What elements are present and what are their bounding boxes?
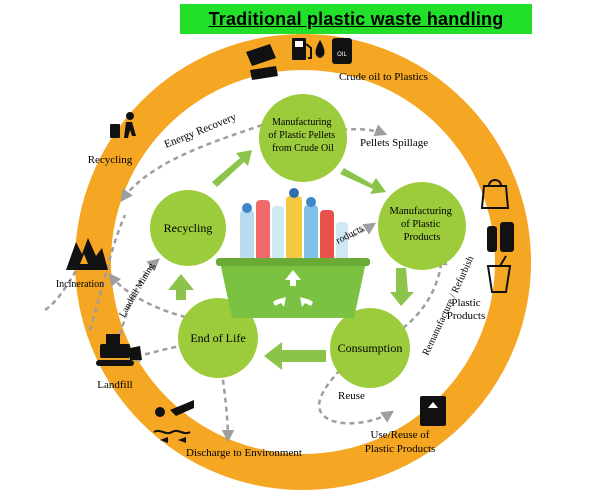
node-recycling-label: Recycling [164,221,213,235]
node-recycling: Recycling [150,190,226,266]
label-use-reuse-2: Plastic Products [365,443,436,455]
oil-can-icon: OIL [332,38,352,64]
node-pellets-line1: Manufacturing [272,117,331,128]
label-crude-oil: Crude oil to Plastics [339,71,428,83]
person-trash-icon [110,112,136,138]
label-recycling-ring: Recycling [88,154,133,166]
shopping-bag-icon [480,179,510,209]
main-cycle-arrows [168,150,414,370]
node-pellets-line2: of Plastic Pellets [268,130,335,141]
recycle-bin-icon [420,396,446,426]
oil-barrel-icon [246,44,278,80]
node-pellets-line3: from Crude Oil [272,143,334,154]
svg-text:Manufacturing of Plastic: Manufacturing of Plastic Pellets from Cr… [268,117,337,154]
label-use-reuse-1: Use/Reuse of [371,429,430,441]
node-consumption-label: Consumption [338,341,403,355]
oil-drop-icon [315,40,325,58]
recycle-symbol-icon [273,270,313,307]
diagram-title: Traditional plastic waste handling [180,4,532,34]
label-incineration: Incineration [56,279,104,290]
label-landfill-mining: Landfill Mining [117,261,157,320]
node-manufacturing-pellets: Manufacturing of Plastic Pellets from Cr… [259,94,347,182]
label-reuse: Reuse [338,390,365,402]
bottles-icon [487,222,514,252]
svg-text:Manufacturing of Plastic: Manufacturing of Plastic Products [389,206,454,243]
bulldozer-icon [96,334,142,366]
node-end-of-life-label: End of Life [190,331,245,345]
fuel-pump-icon [292,38,312,60]
label-plastic-products-1: Plastic [451,297,480,309]
svg-text:OIL: OIL [337,52,347,58]
node-consumption: Consumption [330,308,410,388]
fire-icon [66,238,108,270]
label-landfill: Landfill [97,379,132,391]
cup-icon [486,255,512,293]
label-plastic-products-2: Products [447,310,486,322]
label-pellets-spillage: Pellets Spillage [360,137,428,149]
plastic-basket [216,188,370,318]
label-discharge: Discharge to Environment [186,447,302,459]
discharge-pipe-icon [153,400,194,443]
node-manufacturing-products: Manufacturing of Plastic Products [378,182,466,270]
